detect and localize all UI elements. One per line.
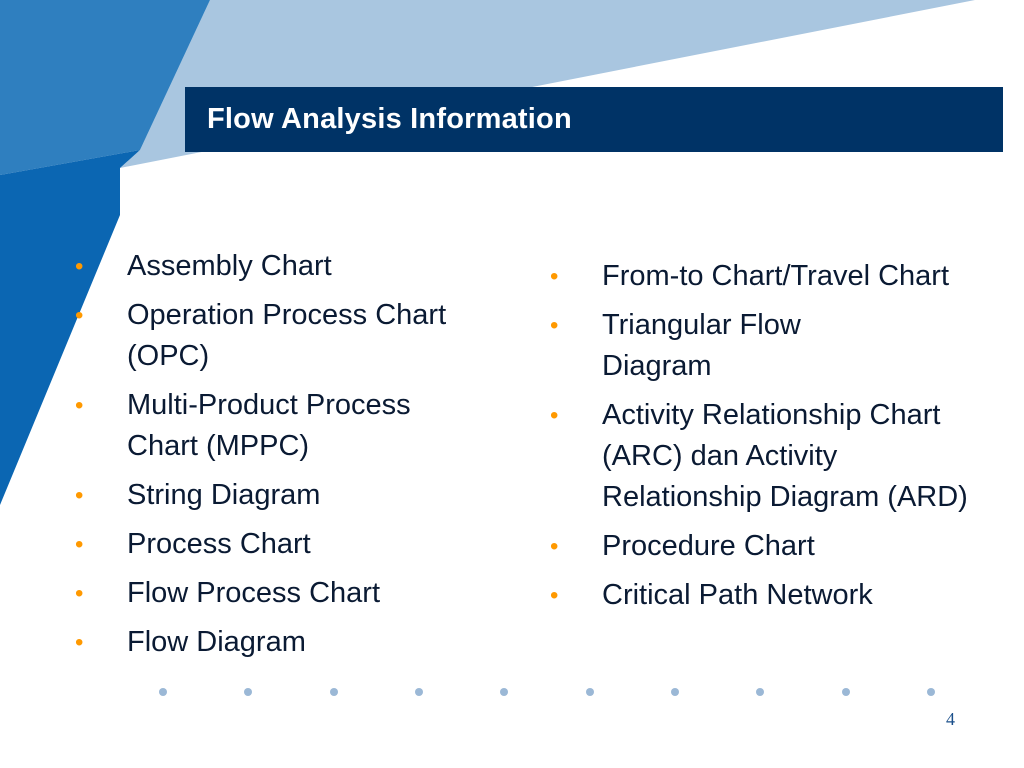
dot-icon xyxy=(500,688,508,696)
bullet-icon: • xyxy=(550,582,559,609)
list-item: • Operation Process Chart (OPC) xyxy=(75,295,457,377)
bullet-icon: • xyxy=(75,531,84,558)
bullet-icon: • xyxy=(550,312,559,339)
list-item: • Triangular Flow Diagram xyxy=(550,305,912,387)
dot-icon xyxy=(159,688,167,696)
list-item-label: Activity Relationship Chart (ARC) dan Ac… xyxy=(602,399,968,513)
list-item: • Multi-Product Process Chart (MPPC) xyxy=(75,385,487,467)
bullet-icon: • xyxy=(75,302,84,329)
decorative-dot-row xyxy=(155,688,945,700)
right-bullet-list: • From-to Chart/Travel Chart • Triangular … xyxy=(550,256,968,624)
list-item: • Process Chart xyxy=(75,524,475,565)
list-item-label: Process Chart xyxy=(127,528,311,560)
list-item-label: Multi-Product Process Chart (MPPC) xyxy=(127,389,411,462)
list-item-label: Procedure Chart xyxy=(602,530,815,562)
list-item-label: Flow Diagram xyxy=(127,626,306,658)
medium-blue-band xyxy=(0,0,210,175)
list-item: • Flow Diagram xyxy=(75,622,475,663)
list-item-label: Assembly Chart xyxy=(127,250,332,282)
dot-icon xyxy=(330,688,338,696)
list-item: • String Diagram xyxy=(75,475,475,516)
dot-icon xyxy=(842,688,850,696)
slide-title: Flow Analysis Information xyxy=(207,103,572,135)
list-item-label: Operation Process Chart (OPC) xyxy=(127,299,447,372)
list-item: • Activity Relationship Chart (ARC) dan A… xyxy=(550,395,972,518)
bullet-icon: • xyxy=(550,402,559,429)
bullet-icon: • xyxy=(550,263,559,290)
list-item: • From-to Chart/Travel Chart xyxy=(550,256,982,297)
dot-icon xyxy=(244,688,252,696)
bullet-icon: • xyxy=(75,253,84,280)
list-item: • Assembly Chart xyxy=(75,246,475,287)
list-item-label: Triangular Flow Diagram xyxy=(602,309,801,382)
list-item-label: String Diagram xyxy=(127,479,321,511)
left-bullet-list: • Assembly Chart • Operation Process Chart… xyxy=(75,246,475,671)
page-number: 4 xyxy=(946,709,955,729)
title-bar: Flow Analysis Information xyxy=(185,87,1003,152)
list-item: • Procedure Chart xyxy=(550,526,950,567)
list-item-label: Flow Process Chart xyxy=(127,577,381,609)
dot-icon xyxy=(415,688,423,696)
list-item: • Critical Path Network xyxy=(550,575,950,616)
bullet-icon: • xyxy=(75,482,84,509)
bullet-icon: • xyxy=(550,533,559,560)
dot-icon xyxy=(756,688,764,696)
bullet-icon: • xyxy=(75,392,84,419)
dot-icon xyxy=(927,688,935,696)
list-item: • Flow Process Chart xyxy=(75,573,475,614)
dot-icon xyxy=(671,688,679,696)
list-item-label: Critical Path Network xyxy=(602,579,873,611)
dot-icon xyxy=(586,688,594,696)
list-item-label: From-to Chart/Travel Chart xyxy=(602,260,949,292)
bullet-icon: • xyxy=(75,629,84,656)
bullet-icon: • xyxy=(75,580,84,607)
dark-blue-band xyxy=(0,150,140,505)
